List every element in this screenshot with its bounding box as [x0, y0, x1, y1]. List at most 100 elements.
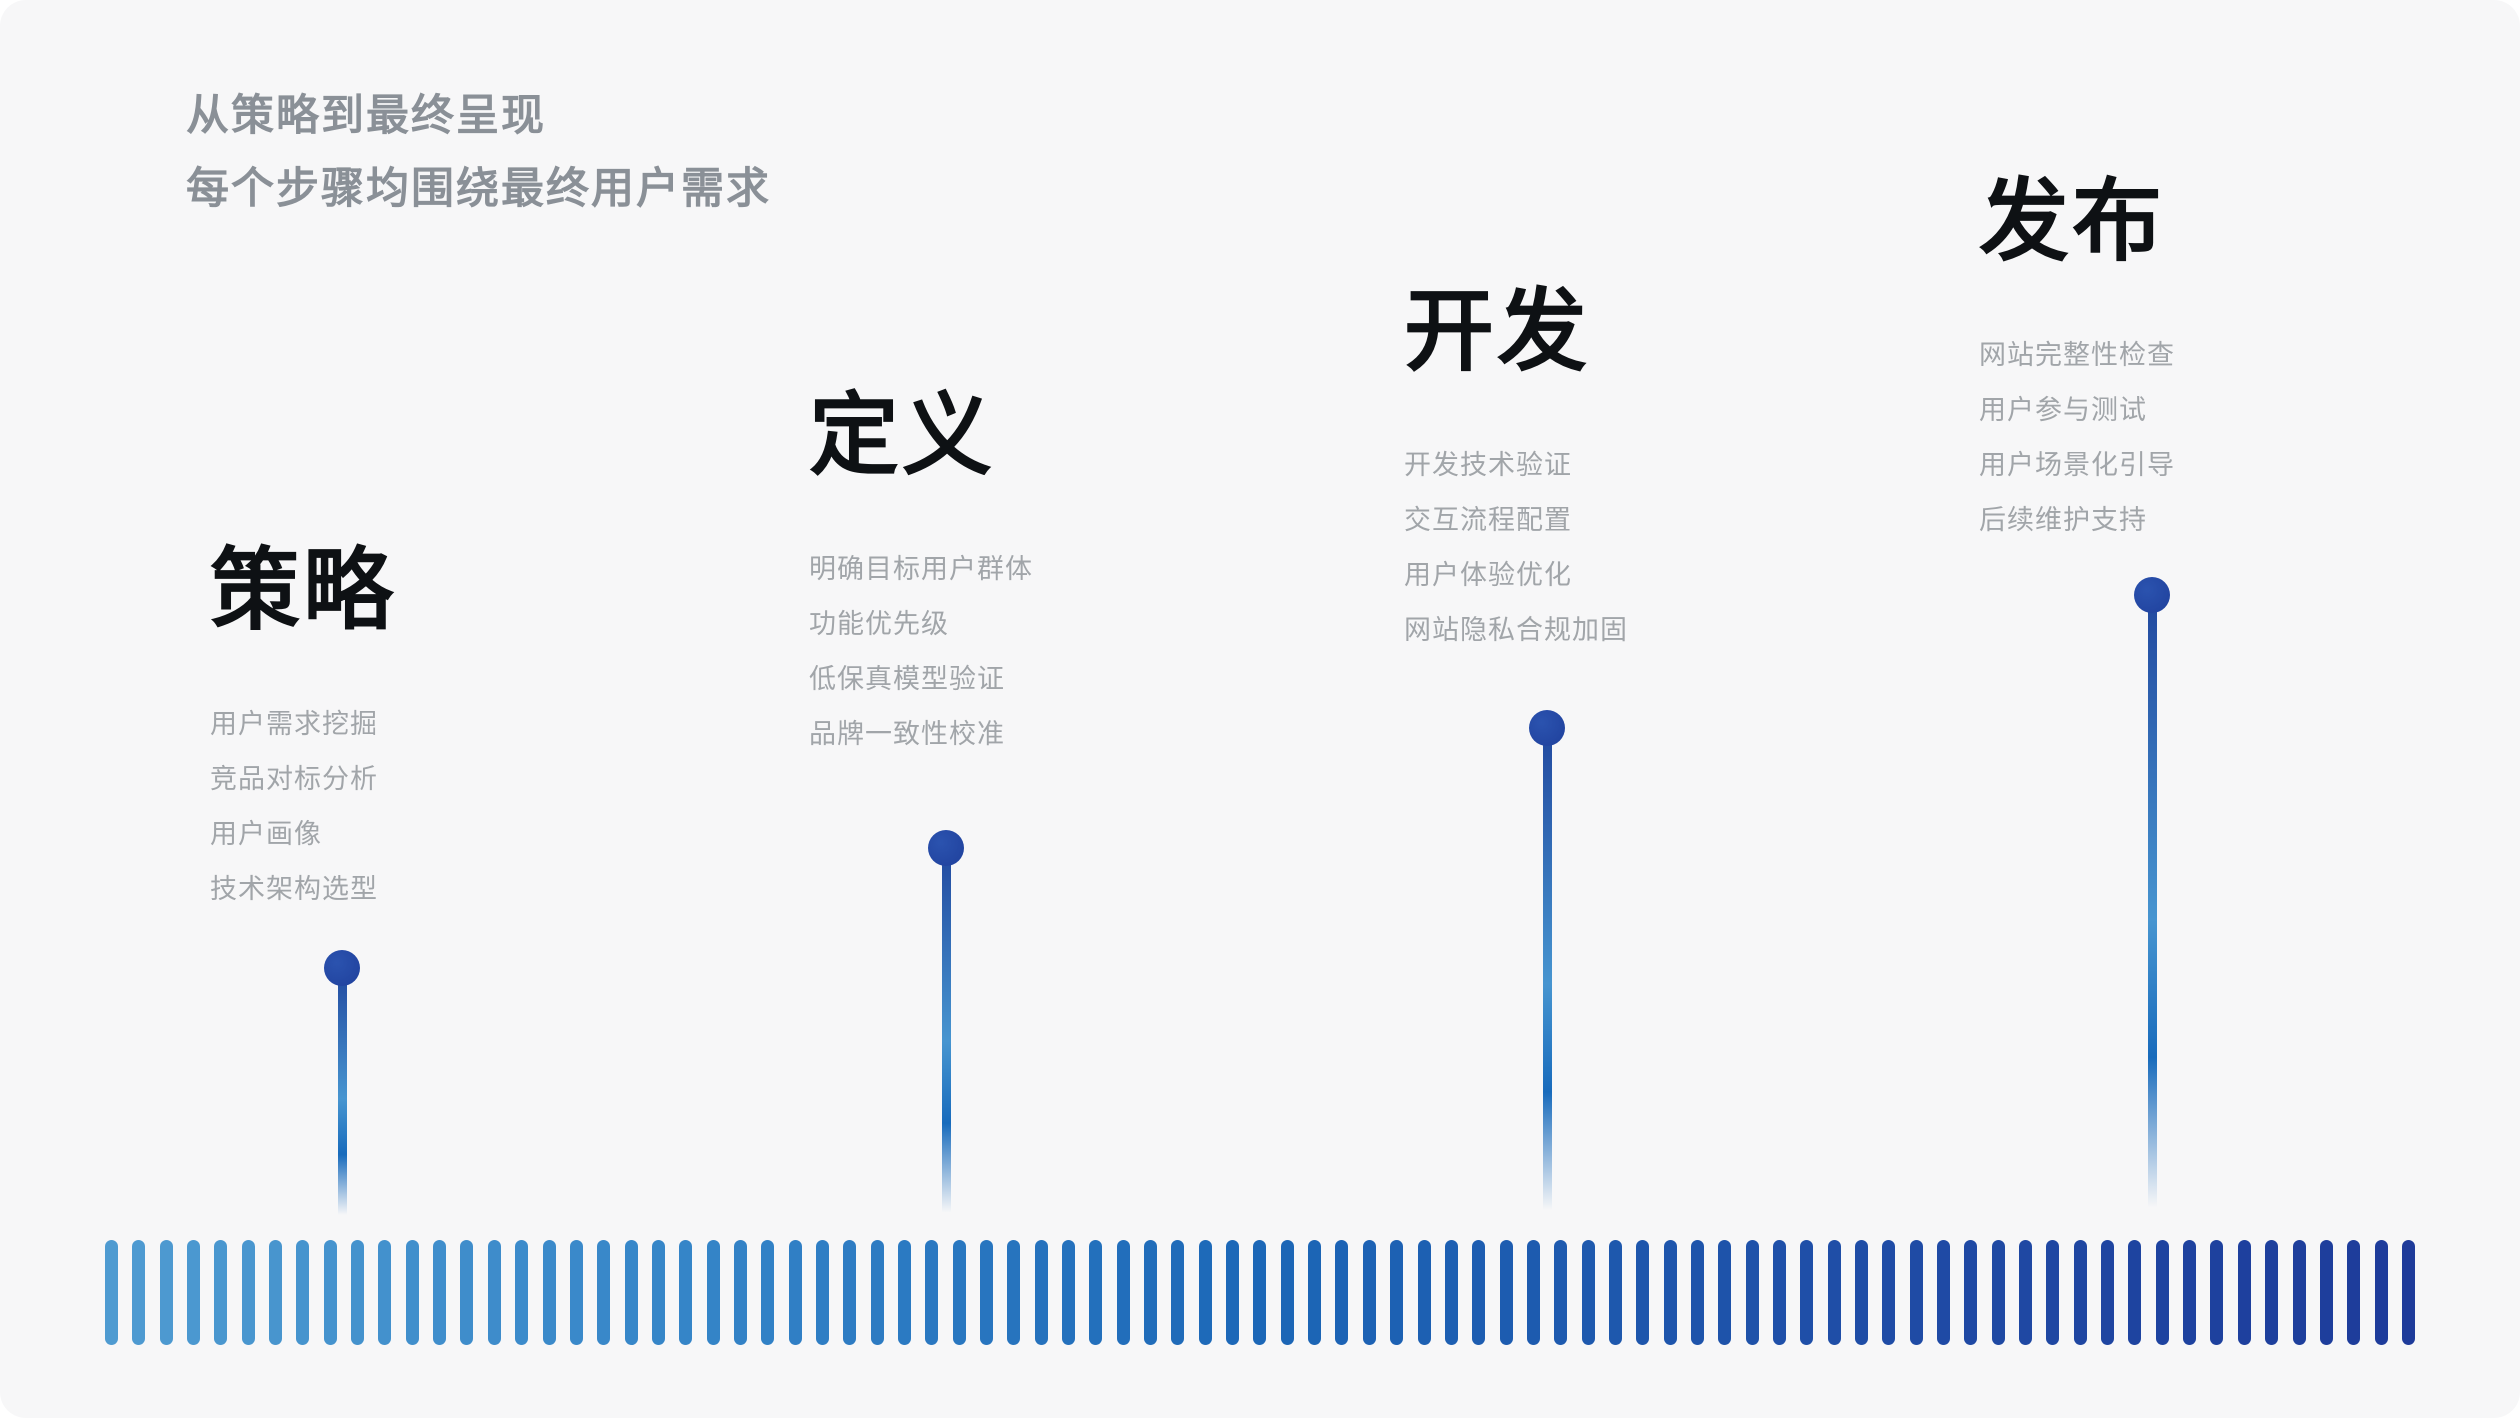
- list-item: 用户需求挖掘: [210, 709, 378, 739]
- timeline-stem-launch: [2148, 595, 2157, 1220]
- timeline-stripe: [624, 1240, 638, 1345]
- timeline-stripe: [2319, 1240, 2333, 1345]
- timeline-stripe: [2401, 1240, 2415, 1345]
- timeline-stripe: [843, 1240, 857, 1345]
- timeline-stripe: [1362, 1240, 1376, 1345]
- timeline-stripe: [1171, 1240, 1185, 1345]
- list-item: 功能优先级: [809, 609, 949, 639]
- list-item: 用户参与测试: [1979, 395, 2147, 425]
- timeline-stripe: [897, 1240, 911, 1345]
- timeline-stripe: [187, 1240, 201, 1345]
- page-title-line2: 每个步骤均围绕最终用户需求: [186, 165, 771, 213]
- timeline-stripe: [2292, 1240, 2306, 1345]
- timeline-stripe: [2128, 1240, 2142, 1345]
- stage-develop-title: 开发: [1404, 282, 1590, 382]
- timeline-stripe: [952, 1240, 966, 1345]
- list-item: 明确目标用户群体: [809, 554, 1033, 584]
- list-item: 品牌一致性校准: [809, 719, 1005, 749]
- list-item: 竞品对标分析: [210, 764, 378, 794]
- timeline-stripe: [433, 1240, 447, 1345]
- timeline-stripe: [1034, 1240, 1048, 1345]
- timeline-stripe: [2101, 1240, 2115, 1345]
- timeline-stripe: [1827, 1240, 1841, 1345]
- timeline-stripe: [1745, 1240, 1759, 1345]
- timeline-stripe: [1417, 1240, 1431, 1345]
- stage-define: 定义 明确目标用户群体 功能优先级 低保真模型验证 品牌一致性校准: [809, 390, 1369, 762]
- timeline-stripe: [1608, 1240, 1622, 1345]
- stage-strategy: 策略 用户需求挖掘 竞品对标分析 用户画像 技术架构选型: [210, 545, 770, 917]
- timeline-stripe: [788, 1240, 802, 1345]
- timeline-stripe: [1690, 1240, 1704, 1345]
- timeline-stripe: [870, 1240, 884, 1345]
- timeline-stripe: [214, 1240, 228, 1345]
- timeline-stem-strategy: [338, 968, 347, 1220]
- timeline-stripe: [378, 1240, 392, 1345]
- timeline-stripe: [733, 1240, 747, 1345]
- timeline-stripe: [1144, 1240, 1158, 1345]
- timeline-stripe: [1855, 1240, 1868, 1345]
- timeline-stripe: [1226, 1240, 1240, 1345]
- timeline-stripe: [1718, 1240, 1732, 1345]
- stage-develop: 开发 开发技术验证 交互流程配置 用户体验优化 网站隐私合规加固: [1404, 286, 1964, 658]
- timeline-stripe: [159, 1240, 173, 1345]
- timeline-stripe: [1991, 1240, 2005, 1345]
- timeline-stripe: [487, 1240, 501, 1345]
- timeline-stripe: [1308, 1240, 1322, 1345]
- timeline-stripe: [2073, 1240, 2087, 1345]
- timeline-stripe: [2347, 1240, 2361, 1345]
- timeline-stripe: [1335, 1240, 1349, 1345]
- timeline-stripe: [269, 1240, 283, 1345]
- stage-launch: 发布 网站完整性检查 用户参与测试 用户场景化引导 后续维护支持: [1979, 176, 2520, 548]
- timeline-stripe: [460, 1240, 474, 1345]
- timeline-stripe: [1444, 1240, 1458, 1345]
- stage-define-items: 明确目标用户群体 功能优先级 低保真模型验证 品牌一致性校准: [809, 542, 1369, 762]
- timeline-stripe: [1636, 1240, 1650, 1345]
- timeline-stripe: [1390, 1240, 1404, 1345]
- timeline-dot-strategy: [324, 950, 360, 986]
- timeline-stripe: [2046, 1240, 2060, 1345]
- timeline-stripe: [323, 1240, 337, 1345]
- timeline-stripe: [597, 1240, 611, 1345]
- list-item: 网站隐私合规加固: [1404, 615, 1628, 645]
- timeline-stripe: [925, 1240, 939, 1345]
- timeline-bar: [105, 1240, 2415, 1345]
- timeline-stripe: [761, 1240, 775, 1345]
- timeline-stripe: [542, 1240, 556, 1345]
- timeline-stripe: [296, 1240, 310, 1345]
- timeline-stripe: [1800, 1240, 1814, 1345]
- timeline-stripe: [1089, 1240, 1103, 1345]
- timeline-stripe: [1253, 1240, 1267, 1345]
- list-item: 低保真模型验证: [809, 664, 1005, 694]
- timeline-stripe: [980, 1240, 993, 1345]
- list-item: 用户场景化引导: [1979, 450, 2175, 480]
- list-item: 后续维护支持: [1979, 505, 2147, 535]
- timeline-stripe: [1882, 1240, 1896, 1345]
- stage-strategy-title: 策略: [210, 541, 396, 641]
- timeline-stripe: [2019, 1240, 2033, 1345]
- timeline-stripe: [2210, 1240, 2224, 1345]
- timeline-stripe: [1581, 1240, 1595, 1345]
- list-item: 用户体验优化: [1404, 560, 1572, 590]
- timeline-stripe: [679, 1240, 693, 1345]
- list-item: 交互流程配置: [1404, 505, 1572, 535]
- timeline-stripe: [1526, 1240, 1540, 1345]
- timeline-stripe: [405, 1240, 419, 1345]
- timeline-stripe: [569, 1240, 583, 1345]
- list-item: 用户画像: [210, 819, 322, 849]
- stage-launch-title: 发布: [1979, 172, 2165, 272]
- timeline-stripe: [1663, 1240, 1677, 1345]
- page-title-line1: 从策略到最终呈现: [186, 92, 546, 140]
- timeline-stripe: [2237, 1240, 2251, 1345]
- timeline-stripe: [706, 1240, 720, 1345]
- timeline-stripe: [1937, 1240, 1951, 1345]
- timeline-stripe: [1007, 1240, 1021, 1345]
- timeline-stripe: [2155, 1240, 2169, 1345]
- timeline-stripe: [1964, 1240, 1978, 1345]
- timeline-stripe: [1772, 1240, 1786, 1345]
- timeline-stem-define: [942, 848, 951, 1220]
- timeline-stripe: [2265, 1240, 2279, 1345]
- timeline-stripe: [2374, 1240, 2388, 1345]
- list-item: 网站完整性检查: [1979, 340, 2175, 370]
- timeline-dot-define: [928, 830, 964, 866]
